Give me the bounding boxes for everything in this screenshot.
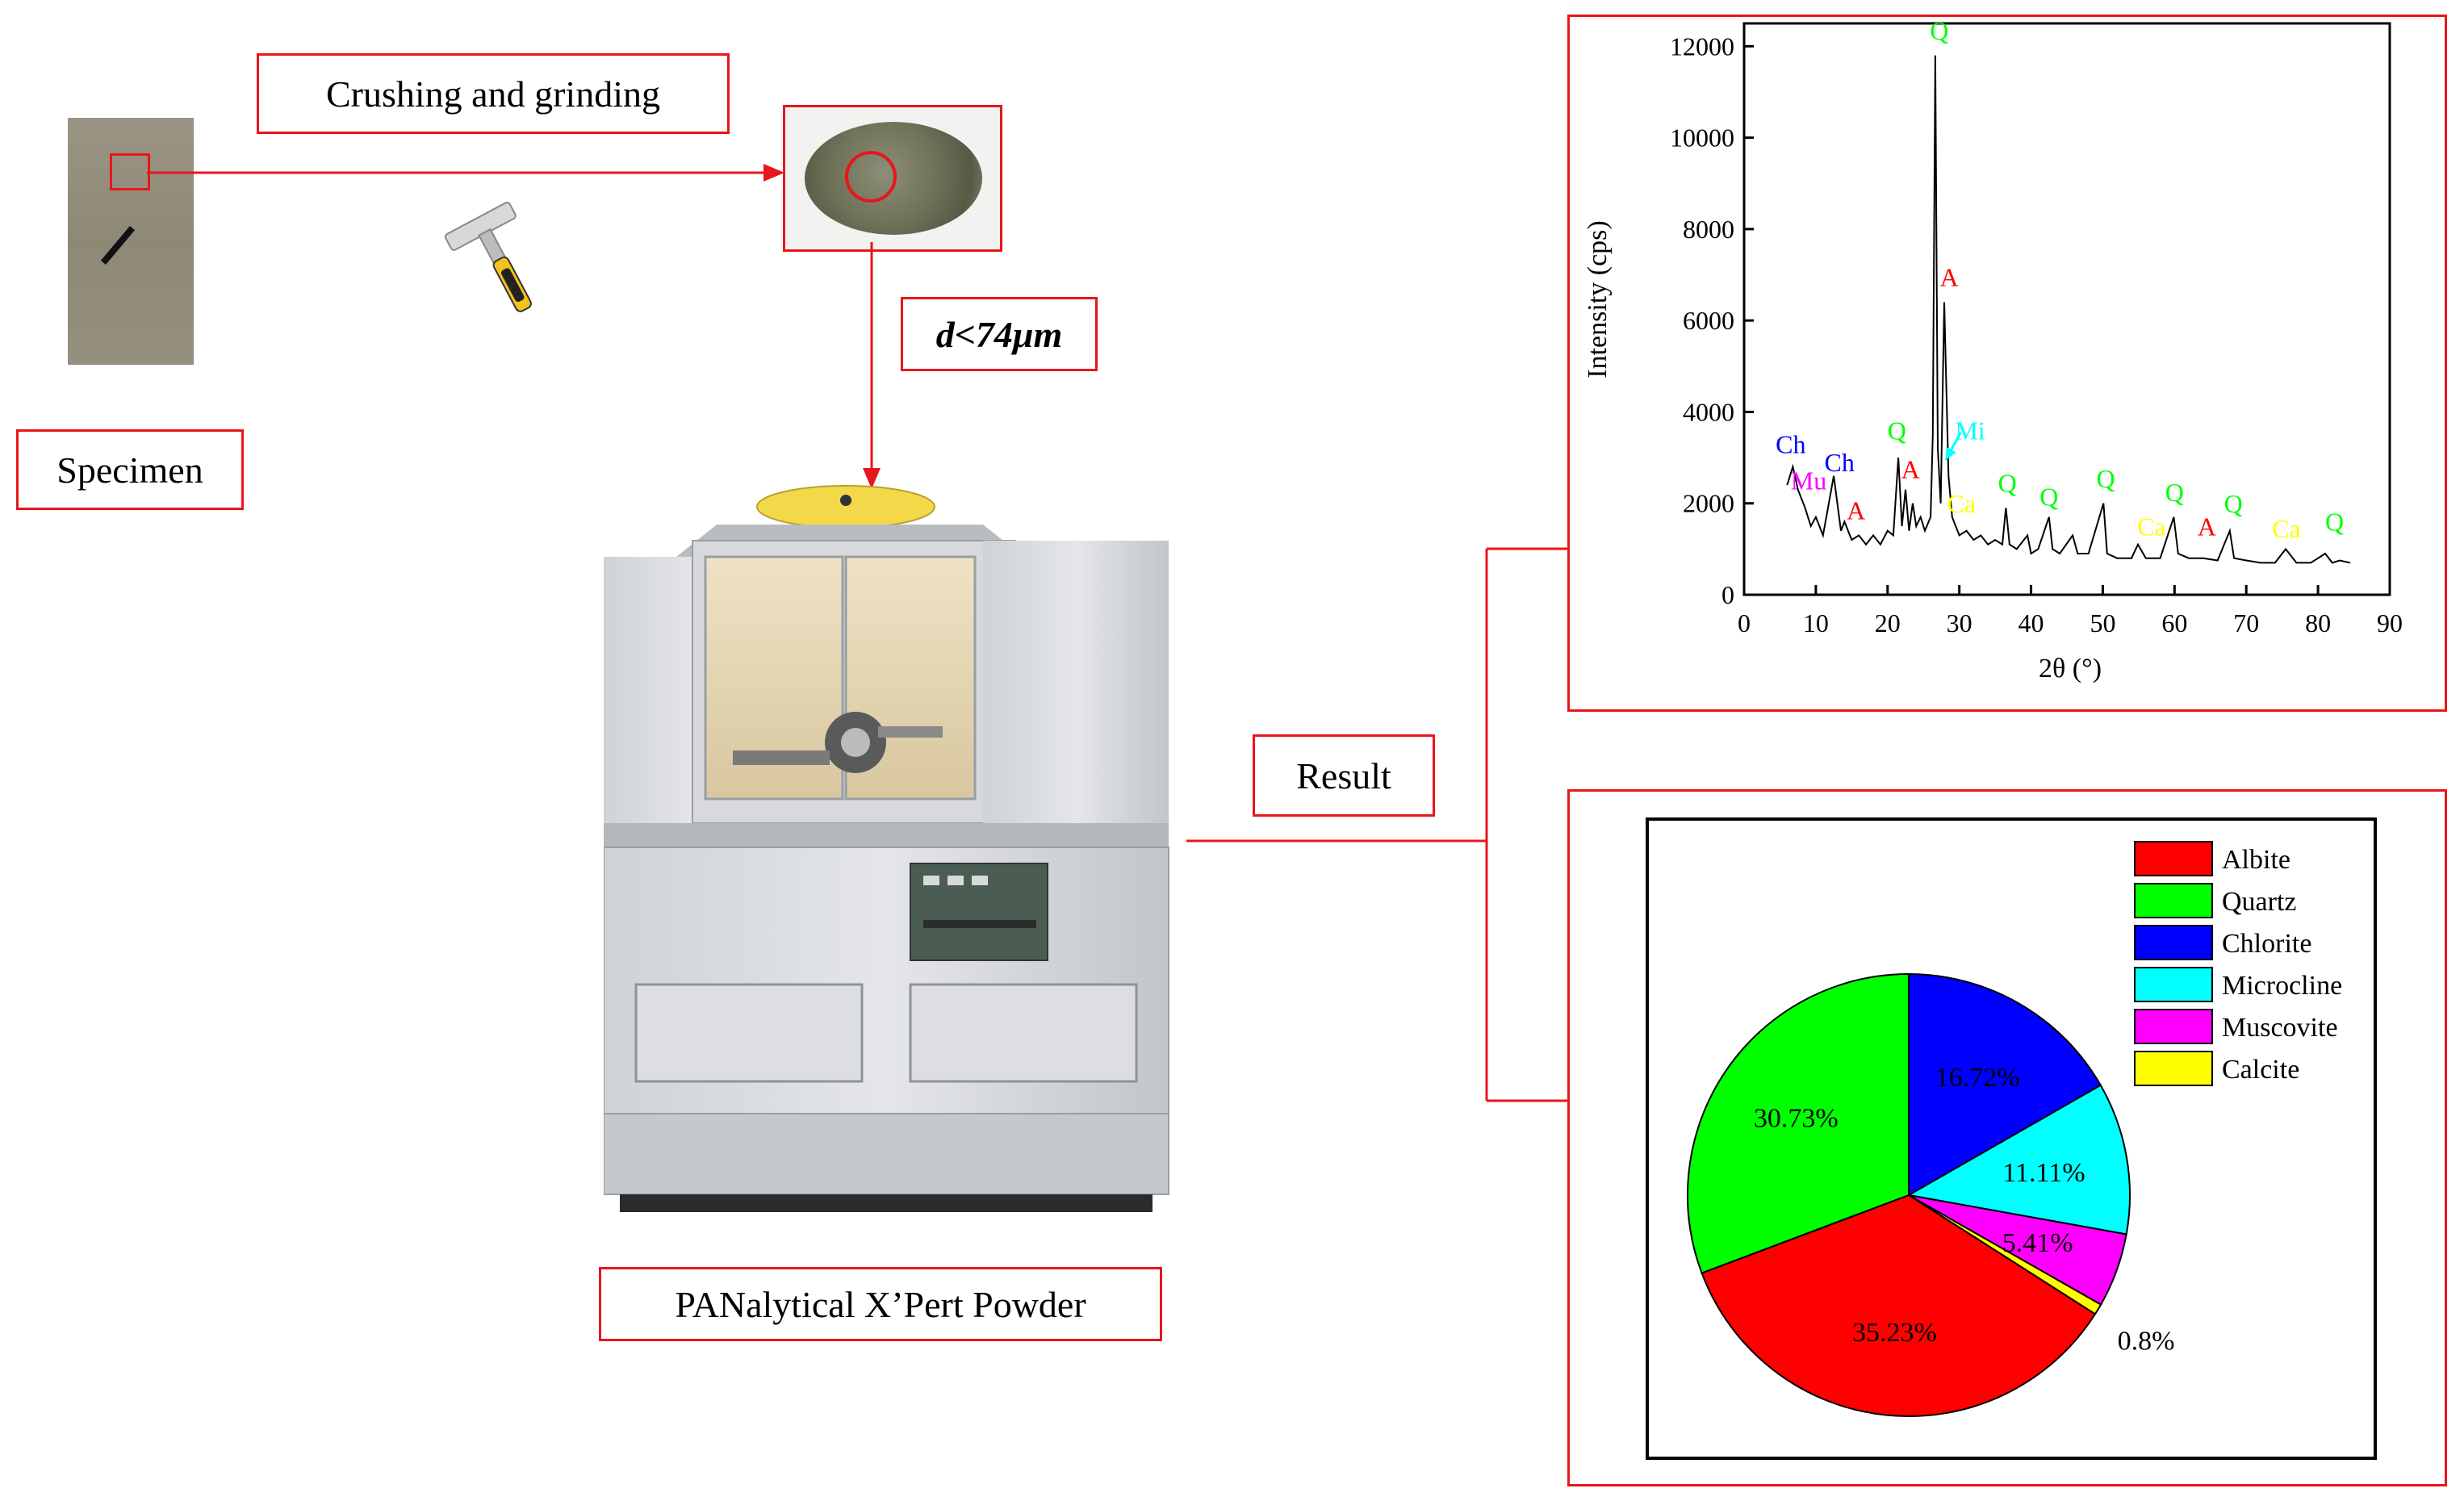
pie-slice-quartz xyxy=(1687,972,1910,1274)
pie-legend-swatch-quartz xyxy=(2134,883,2213,918)
result-connector xyxy=(1186,540,1590,1110)
xrd-y-tick-label: 8000 xyxy=(1683,215,1734,244)
pie-label-quartz: 30.73% xyxy=(1754,1103,1839,1133)
pie-legend-swatch-muscovite xyxy=(2134,1009,2213,1044)
powder-photo xyxy=(783,105,1002,252)
xrd-xlabel: 2θ (°) xyxy=(2039,654,2102,684)
xrd-peak-label-quartz: Q xyxy=(2039,483,2058,512)
xrd-y-tick-label: 10000 xyxy=(1670,123,1734,153)
xrd-microcline-pointer-head xyxy=(1945,446,1956,460)
xrd-peak-label-calcite: Ca xyxy=(2137,512,2166,541)
xrd-peak-label-quartz: Q xyxy=(1888,416,1906,445)
xrd-peak-label-chlorite: Ch xyxy=(1825,448,1855,477)
pie-label-calcite: 0.8% xyxy=(2118,1326,2175,1356)
xrd-peak-label-quartz: Q xyxy=(1998,469,2017,498)
xrd-peak-label-quartz: Q xyxy=(2325,508,2344,537)
hammer-icon xyxy=(444,201,532,312)
xrd-x-tick-label: 90 xyxy=(2377,608,2403,638)
pie-legend-label-quartz: Quartz xyxy=(2222,887,2297,917)
xrd-x-tick-label: 20 xyxy=(1875,608,1901,638)
crushing-label: Crushing and grinding xyxy=(257,53,730,134)
xrd-peak-label-microcline: Mi xyxy=(1955,416,1985,445)
xrd-pattern-line xyxy=(1786,55,2351,564)
xrd-x-tick-label: 10 xyxy=(1803,608,1829,638)
xrd-x-tick-label: 40 xyxy=(2018,608,2044,638)
xrd-x-tick-label: 70 xyxy=(2233,608,2259,638)
xrd-peak-label-quartz: Q xyxy=(1930,17,1948,45)
xrd-peak-label-calcite: Ca xyxy=(2272,514,2301,543)
powder-sample-circle xyxy=(845,151,897,203)
xrd-peak-label-quartz: Q xyxy=(2165,478,2184,507)
pie-slice-microcline xyxy=(1906,1084,2131,1236)
pie-label-microcline: 11.11% xyxy=(2002,1158,2085,1188)
pie-legend-swatch-microcline xyxy=(2134,967,2213,1002)
specimen-crack xyxy=(100,225,136,265)
xrd-x-tick-label: 0 xyxy=(1738,608,1751,638)
xrd-x-tick-label: 80 xyxy=(2305,608,2331,638)
pie-legend-swatch-chlorite xyxy=(2134,925,2213,960)
particle-size-label: d<74μm xyxy=(901,297,1098,371)
xrd-peak-label-quartz: Q xyxy=(2096,464,2115,493)
pie-legend-swatch-calcite xyxy=(2134,1051,2213,1086)
xrd-chart-frame: 0 10 20 30 40 50 60 70 80 90 0 2000 4000 6000 8000 1000… xyxy=(1567,15,2447,712)
xrd-y-tick-label: 6000 xyxy=(1683,306,1734,335)
pie-label-chlorite: 16.72% xyxy=(1935,1063,2020,1093)
xrd-y-tick-label: 2000 xyxy=(1683,489,1734,518)
xrd-peak-label-albite: A xyxy=(1847,496,1865,525)
result-label: Result xyxy=(1253,734,1435,817)
specimen-photo xyxy=(68,118,194,365)
xrd-peak-label-albite: A xyxy=(1901,455,1920,484)
pie-legend-label-calcite: Calcite xyxy=(2222,1055,2299,1085)
instrument-label: PANalytical X’Pert Powder xyxy=(599,1267,1162,1341)
xrd-ylabel: Intensity (cps) xyxy=(1583,220,1613,378)
specimen-label: Specimen xyxy=(16,429,244,510)
pie-legend-label-muscovite: Muscovite xyxy=(2222,1013,2338,1043)
xrd-x-tick-label: 30 xyxy=(1947,608,1972,638)
pie-legend-label-microcline: Microcline xyxy=(2222,971,2342,1001)
pie-chart-frame: 16.72% 11.11% 5.41% 0.8% 35.23% 30.73% Albite… xyxy=(1567,789,2447,1486)
xrd-y-tick-label: 12000 xyxy=(1670,31,1734,61)
xrd-x-tick-label: 60 xyxy=(2161,608,2187,638)
xrd-peak-label-muscovite: Mu xyxy=(1791,466,1826,495)
arrow-powder-to-instrument xyxy=(863,242,881,489)
xrd-peak-label-quartz: Q xyxy=(2224,489,2243,518)
pie-legend-swatch-albite xyxy=(2134,841,2213,876)
xrd-peak-label-calcite: Ca xyxy=(1947,489,1977,518)
xrd-diffractometer-photo xyxy=(604,485,1169,1212)
pie-slice-chlorite xyxy=(1908,972,2102,1197)
pie-slice-albite xyxy=(1701,1194,2097,1417)
xrd-peak-label-albite: A xyxy=(2198,512,2216,541)
arrow-specimen-to-powder xyxy=(147,164,784,182)
xrd-x-tick-label: 50 xyxy=(2090,608,2115,638)
xrd-y-tick-label: 4000 xyxy=(1683,397,1734,426)
pie-legend-label-albite: Albite xyxy=(2222,845,2290,875)
xrd-plot-border xyxy=(1742,22,2391,596)
xrd-peak-label-chlorite: Ch xyxy=(1776,429,1805,458)
pie-chart-inner-border xyxy=(1646,817,2377,1460)
pie-chart: 16.72% 11.11% 5.41% 0.8% 35.23% 30.73% Albite… xyxy=(1687,841,2342,1417)
xrd-peak-label-albite: A xyxy=(1940,263,1959,292)
xrd-chart: 0 10 20 30 40 50 60 70 80 90 0 2000 4000 6000 8000 1000… xyxy=(1583,17,2403,684)
pie-label-muscovite: 5.41% xyxy=(2002,1228,2073,1258)
pie-label-albite: 35.23% xyxy=(1852,1318,1937,1348)
pie-legend-label-chlorite: Chlorite xyxy=(2222,929,2311,959)
xrd-y-tick-label: 0 xyxy=(1721,580,1734,609)
